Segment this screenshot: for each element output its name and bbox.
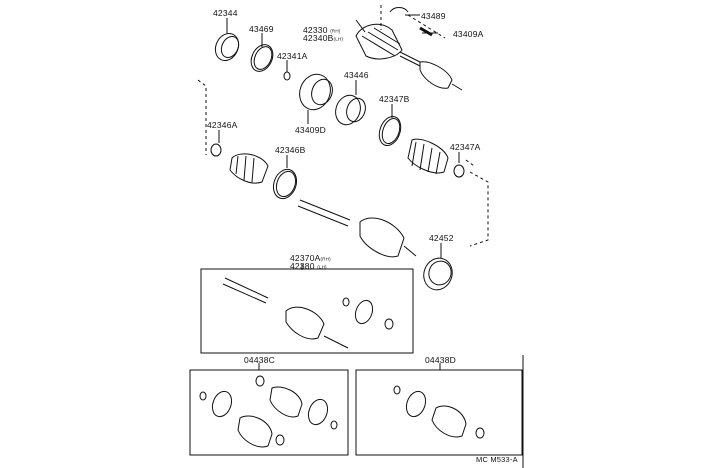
part-number: 42330 (303, 25, 328, 35)
label-42341A: 42341A (277, 51, 308, 61)
part-42370A-shaft-assembly (222, 277, 394, 349)
label-42370A: 42370A(RH) (290, 253, 331, 263)
guide-lines (197, 5, 489, 247)
part-42341A-clip (283, 71, 291, 81)
part-inner-boot (407, 138, 449, 175)
part-42347B-clamp (378, 115, 402, 147)
label-43446: 43446 (344, 70, 369, 80)
diagram-code: MC M533-A (476, 455, 518, 464)
label-04438C: 04438C (244, 355, 275, 365)
label-42452: 42452 (429, 233, 454, 243)
part-number: 42370A (290, 253, 321, 263)
part-42452-boot-ring (423, 257, 453, 291)
label-42346A: 42346A (207, 120, 238, 130)
label-42347B: 42347B (379, 94, 410, 104)
part-42344-ring (214, 32, 240, 62)
part-43409A-bolt (419, 26, 433, 37)
label-42380: 42380 (LH) (290, 261, 327, 271)
side-note: (RH) (320, 256, 331, 262)
label-43409D: 43409D (295, 125, 326, 135)
part-main-drive-shaft (297, 199, 417, 258)
box-04438D-kit (355, 369, 523, 456)
kit-04438C-parts (199, 375, 338, 448)
part-42347A-clamp (453, 164, 465, 178)
label-43489: 43489 (421, 11, 446, 21)
part-42346B-clamp (272, 168, 298, 200)
part-42330-outer-joint-shaft (355, 23, 463, 91)
label-42340B: 42340B(LH) (303, 33, 343, 43)
part-43469-snap-ring (250, 44, 274, 72)
part-outer-boot (229, 153, 269, 184)
label-42344: 42344 (213, 8, 238, 18)
part-42346A-clamp (210, 143, 222, 157)
part-43489-clamp (389, 7, 409, 13)
leader-lines (218, 14, 460, 370)
kit-04438D-parts (393, 385, 485, 439)
label-42330: 42330 (RH) (303, 25, 341, 35)
side-note: (RH) (330, 28, 341, 34)
label-42347A: 42347A (450, 142, 481, 152)
label-42346B: 42346B (275, 145, 306, 155)
part-43409D-inner-race (299, 73, 333, 111)
label-43409A: 43409A (453, 29, 484, 39)
box-04438C-kit (189, 369, 349, 456)
part-number: 42340B (303, 33, 334, 43)
part-43446-cage (335, 94, 366, 126)
side-note: (LH) (333, 36, 344, 42)
part-number: 42380 (290, 261, 315, 271)
label-04438D: 04438D (425, 355, 456, 365)
label-43469: 43469 (249, 24, 274, 34)
box-42370A-assembly (200, 268, 414, 354)
side-note: (LH) (317, 264, 327, 270)
